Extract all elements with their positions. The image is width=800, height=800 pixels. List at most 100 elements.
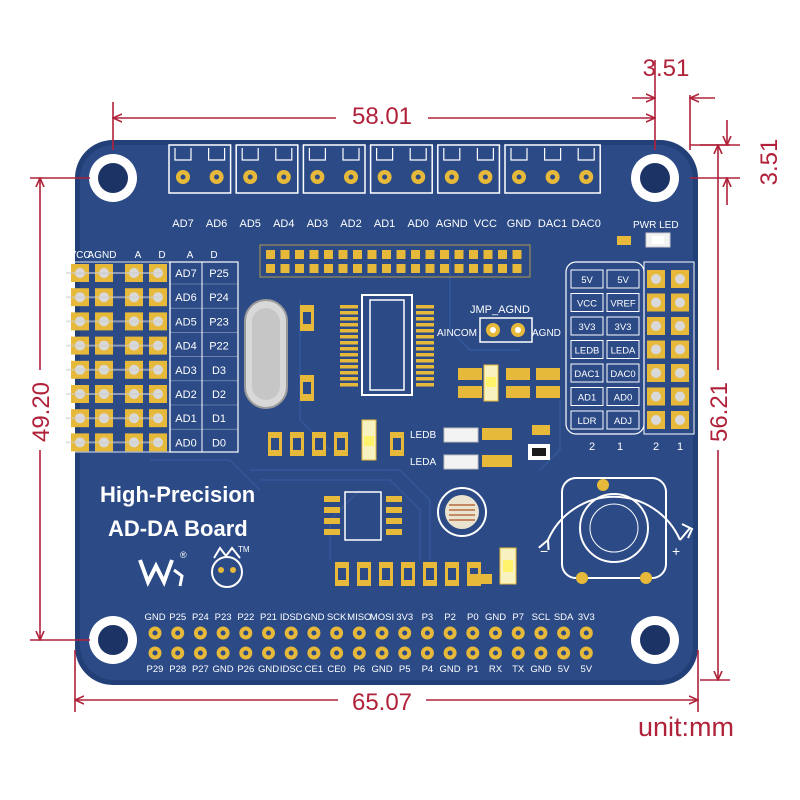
potentiometer: − + (538, 477, 694, 584)
board-title: High-Precision AD-DA Board (100, 482, 255, 541)
trademark-mark: TM (238, 545, 250, 554)
terminal-group (302, 144, 366, 194)
adc-chip (340, 294, 434, 396)
gpio-top-label: IDSD (280, 612, 303, 623)
top-header-label: AD6 (206, 218, 227, 230)
led-indicators: LEDB LEDA (410, 425, 550, 470)
gpio-bottom-label: RX (489, 664, 503, 675)
top-header-label: AD3 (307, 218, 328, 230)
left-header-analog-label: AD2 (175, 389, 196, 401)
left-header-column-label: A (135, 250, 142, 261)
jumper-column-number: 1 (617, 441, 623, 453)
left-header-digital-label: D3 (212, 365, 226, 377)
gpio-bottom-label: P6 (353, 664, 365, 675)
smd-row-bottom (335, 547, 517, 586)
jumper-column-number: 2 (589, 441, 595, 453)
left-header-analog-label: AD0 (175, 437, 196, 449)
jumper-left-label: 3V3 (579, 322, 596, 333)
jumper-right-label: 5V (617, 275, 629, 286)
jmp-agnd-jumper: JMP_AGND AINCOM AGND (437, 304, 561, 343)
jumper-right-label: AD0 (614, 393, 632, 404)
left-header-column-label: AGND (88, 250, 117, 261)
terminal-group (168, 144, 232, 194)
gpio-top-label: GND (485, 612, 506, 623)
jumper-column-number: 2 (653, 441, 659, 453)
top-header-label: AD7 (172, 218, 193, 230)
top-header-label: AD1 (374, 218, 395, 230)
top-header-label: AD5 (239, 218, 260, 230)
left-header-digital-label: P24 (209, 292, 229, 304)
gpio-top-label: GND (303, 612, 324, 623)
top-header-label: VCC (474, 218, 497, 230)
jumper-left-label: LDR (577, 416, 596, 427)
jumper-left-label: LEDB (575, 346, 600, 357)
jmp-aincom-label: AINCOM (437, 328, 477, 339)
gpio-bottom-label: IDSC (280, 664, 303, 675)
jmp-agnd-title: JMP_AGND (470, 304, 530, 316)
jumper-right-label: 3V3 (615, 322, 632, 333)
left-header-column-label: D (210, 250, 217, 261)
left-header-digital-label: D0 (212, 437, 226, 449)
pot-plus-label: + (672, 543, 680, 559)
jumper-right-label: ADJ (614, 416, 632, 427)
gpio-bottom-label: P4 (422, 664, 434, 675)
jumper-column-number: 1 (677, 441, 683, 453)
crystal-oscillator (244, 299, 288, 409)
long-header-strip (259, 244, 531, 278)
gpio-top-label: P25 (169, 612, 186, 623)
terminal-group (504, 144, 601, 194)
gpio-bottom-label: P5 (399, 664, 411, 675)
mounting-hole-top-right (631, 154, 679, 202)
waveshare-logo: ® (138, 550, 187, 588)
dim-hole-offset-x: 3.51 (643, 55, 690, 82)
ldr-sensor (437, 487, 487, 537)
jumper-right-label: LEDA (611, 346, 636, 357)
top-header-label: AD0 (407, 218, 428, 230)
gpio-bottom-label: CE0 (327, 664, 345, 675)
gpio-top-label: SDA (554, 612, 574, 623)
gpio-top-label: P3 (422, 612, 434, 623)
dim-right-height: 56.21 (706, 382, 733, 442)
gpio-bottom-label: 5V (580, 664, 592, 675)
top-header-label: AD2 (340, 218, 361, 230)
left-header-analog-label: AD3 (175, 365, 196, 377)
mounting-hole-bottom-right (631, 616, 679, 664)
gpio-top-label: 3V3 (578, 612, 595, 623)
dim-bottom-width: 65.07 (352, 689, 412, 716)
gpio-top-label: MOSI (370, 612, 394, 623)
jmp-agnd-label: AGND (532, 328, 561, 339)
left-header-column-label: VCC (69, 250, 90, 261)
terminal-group (437, 144, 501, 194)
small-ic (324, 491, 402, 541)
left-header-column-label: D (158, 250, 165, 261)
jumper-left-label: AD1 (578, 393, 596, 404)
dimension-labels: 58.01 3.51 3.51 49.20 56.21 65.07 (26, 55, 783, 716)
smd-row-left (268, 419, 404, 461)
left-header-digital-label: D1 (212, 413, 226, 425)
left-header-analog-label: AD1 (175, 413, 196, 425)
dim-hole-offset-y: 3.51 (756, 139, 783, 186)
smd-cluster-center (458, 364, 560, 402)
top-terminal-block (168, 144, 601, 194)
left-header-digital-label: P22 (209, 341, 229, 353)
gpio-top-label: SCK (327, 612, 347, 623)
gpio-bottom-label: GND (213, 664, 234, 675)
terminal-group (369, 144, 433, 194)
top-header-label: DAC1 (538, 218, 567, 230)
left-header-digital-label: P23 (209, 316, 229, 328)
board-title-line1: High-Precision (100, 482, 255, 507)
pwr-led-label: PWR LED (633, 220, 679, 231)
left-header-analog-label: AD7 (175, 268, 196, 280)
dim-top-width: 58.01 (352, 103, 412, 130)
top-header-label: AD4 (273, 218, 294, 230)
jumper-right-label: DAC0 (610, 369, 635, 380)
terminal-group (235, 144, 299, 194)
gpio-bottom-label: P1 (467, 664, 479, 675)
pot-minus-label: − (540, 543, 548, 559)
gpio-top-label: P22 (237, 612, 254, 623)
board-title-line2: AD-DA Board (108, 516, 248, 541)
gpio-bottom-label: GND (530, 664, 551, 675)
